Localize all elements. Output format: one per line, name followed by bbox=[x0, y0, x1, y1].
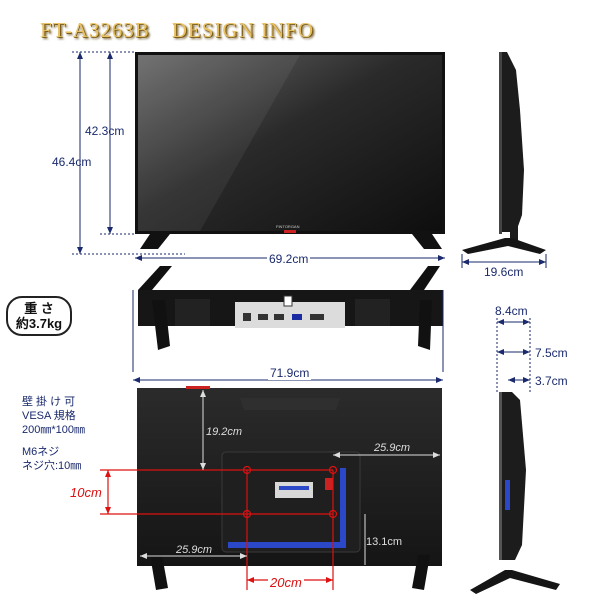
page-title: FT-A3263B DESIGN INFO bbox=[40, 18, 314, 42]
side-thin-view bbox=[470, 392, 560, 594]
side-depth-label: 19.6cm bbox=[484, 265, 524, 279]
back-dimensions bbox=[140, 390, 440, 565]
front-width-label: 69.2cm bbox=[267, 252, 311, 266]
top-width-label: 71.9cm bbox=[268, 366, 312, 380]
depth-min-label: 3.7cm bbox=[535, 374, 568, 388]
vesa-width-label: 20cm bbox=[268, 575, 304, 590]
top-view bbox=[138, 266, 443, 350]
screen-height-label: 42.3cm bbox=[85, 124, 125, 138]
back-right-offset-label: 25.9cm bbox=[374, 442, 411, 454]
mount-wall: 壁 掛 け 可 bbox=[22, 396, 76, 408]
mount-vesa-size: 200㎜*100㎜ bbox=[22, 424, 85, 436]
weight-badge: 重 さ 約3.7kg bbox=[6, 296, 72, 336]
total-height-label: 46.4cm bbox=[52, 155, 92, 169]
mount-info: 壁 掛 け 可 VESA 規格 200㎜*100㎜ M6ネジ ネジ穴:10㎜ bbox=[22, 395, 85, 473]
mount-screw-hole: ネジ穴:10㎜ bbox=[22, 460, 82, 472]
vesa-holes bbox=[100, 465, 338, 590]
top-dimensions bbox=[132, 290, 444, 381]
weight-title: 重 さ bbox=[24, 301, 54, 316]
back-bottom-offset-label: 13.1cm bbox=[366, 536, 403, 548]
vesa-height-label: 10cm bbox=[70, 485, 102, 500]
weight-value: 約3.7kg bbox=[15, 316, 63, 331]
brand-logo: FINTORGAN bbox=[276, 224, 300, 229]
mount-vesa: VESA 規格 bbox=[22, 410, 76, 422]
depth-mid-label: 7.5cm bbox=[535, 346, 568, 360]
mount-screw: M6ネジ bbox=[22, 446, 60, 458]
back-top-offset-label: 19.2cm bbox=[206, 426, 243, 438]
depth-total-label: 8.4cm bbox=[495, 304, 528, 318]
back-left-offset-label: 25.9cm bbox=[176, 544, 213, 556]
back-view bbox=[137, 386, 442, 590]
side-view bbox=[462, 52, 546, 254]
front-view bbox=[135, 52, 445, 249]
